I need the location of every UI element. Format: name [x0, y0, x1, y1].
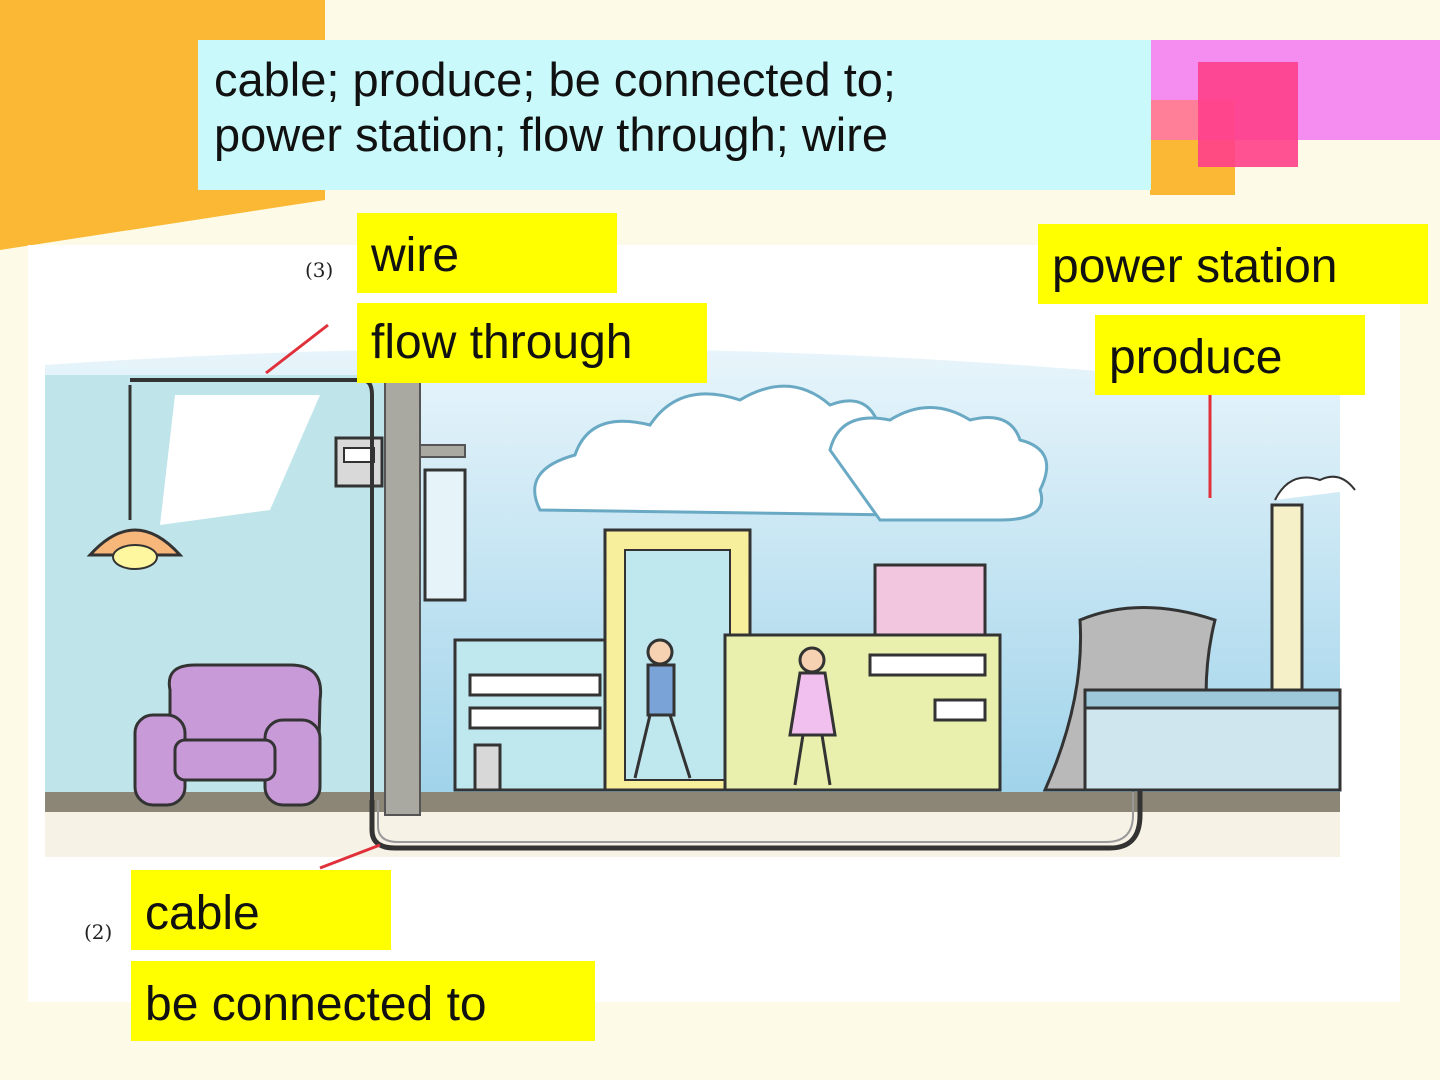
ground [45, 792, 1340, 812]
label-power-station: power station [1038, 224, 1428, 304]
label-flow-through: flow through [357, 303, 707, 383]
buildings [453, 528, 1002, 792]
pointer-cable [319, 843, 381, 870]
label-be-connected-to: be connected to [131, 961, 595, 1041]
window [423, 468, 467, 602]
word-bank-line-2: power station; flow through; wire [214, 108, 888, 161]
people [633, 638, 837, 786]
marker-2: (2) [84, 920, 113, 944]
label-wire: wire [357, 213, 617, 293]
marker-3: (3) [305, 258, 334, 282]
label-produce: produce [1095, 315, 1365, 395]
clouds [533, 384, 1049, 522]
underground-cable [369, 778, 1143, 851]
wall-pillar [384, 374, 421, 816]
magenta-square [1198, 62, 1298, 167]
lamp [86, 528, 184, 557]
power-station-drawing [1042, 475, 1356, 792]
label-cable: cable [131, 870, 391, 950]
armchair [133, 663, 323, 807]
word-bank: cable; produce; be connected to; power s… [198, 40, 1151, 190]
word-bank-line-1: cable; produce; be connected to; [214, 53, 896, 106]
pointer-wire [265, 323, 329, 375]
